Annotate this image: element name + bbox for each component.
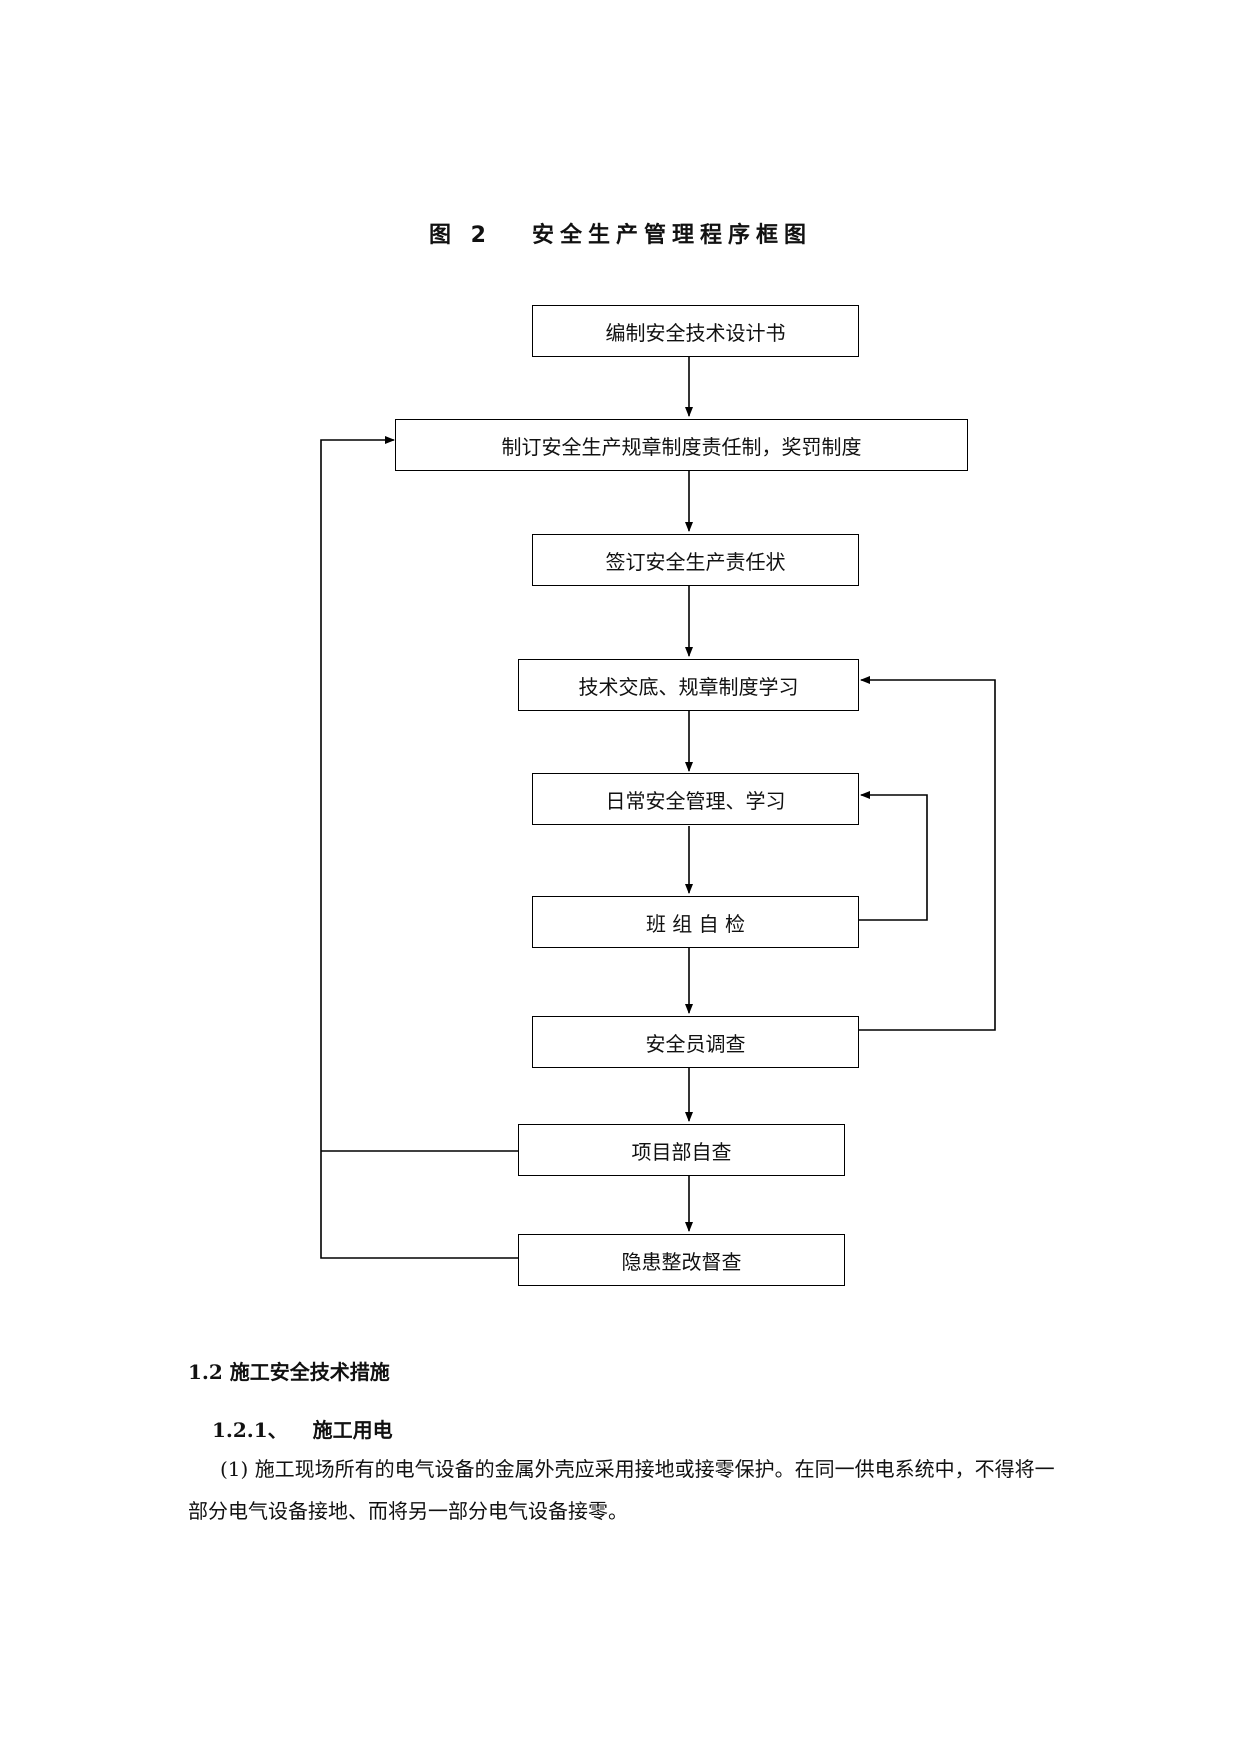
step-design-doc: 编制安全技术设计书 (532, 305, 859, 357)
figure-number: 图 2 (429, 223, 492, 248)
step-rules-system: 制订安全生产规章制度责任制，奖罚制度 (395, 419, 968, 471)
step-label: 项目部自查 (631, 1139, 732, 1164)
section-heading: 1.2 施工安全技术措施 (188, 1360, 390, 1384)
subsection-title: 施工用电 (312, 1418, 393, 1442)
step-label: 班 组 自 检 (645, 911, 746, 936)
step-label: 日常安全管理、学习 (605, 788, 786, 813)
loop-s6-to-s5 (859, 791, 928, 921)
step-label: 安全员调查 (645, 1031, 746, 1056)
subsection-heading: 1.2.1、 施工用电 (212, 1414, 393, 1443)
step-label: 签订安全生产责任状 (605, 549, 786, 574)
figure-title: 图 2 安全生产管理程序框图 (0, 216, 1241, 250)
step-daily-management: 日常安全管理、学习 (532, 773, 859, 825)
step-responsibility-letter: 签订安全生产责任状 (532, 534, 859, 586)
step-label: 制订安全生产规章制度责任制，奖罚制度 (501, 434, 862, 459)
step-label: 技术交底、规章制度学习 (578, 674, 799, 699)
subsection-number: 1.2.1、 (212, 1418, 288, 1442)
figure-caption: 安全生产管理程序框图 (531, 223, 812, 248)
step-tech-briefing: 技术交底、规章制度学习 (518, 659, 859, 711)
step-project-self-check: 项目部自查 (518, 1124, 845, 1176)
step-hazard-rectification: 隐患整改督查 (518, 1234, 845, 1286)
loop-s9-to-s2 (320, 436, 518, 1259)
body-paragraph: (1) 施工现场所有的电气设备的金属外壳应采用接地或接零保护。在同一供电系统中，… (188, 1457, 1055, 1523)
step-safety-officer-survey: 安全员调查 (532, 1016, 859, 1068)
step-label: 隐患整改督查 (621, 1249, 742, 1274)
step-team-self-check: 班 组 自 检 (532, 896, 859, 948)
loop-s7-to-s4 (859, 676, 996, 1031)
step-label: 编制安全技术设计书 (605, 320, 786, 345)
